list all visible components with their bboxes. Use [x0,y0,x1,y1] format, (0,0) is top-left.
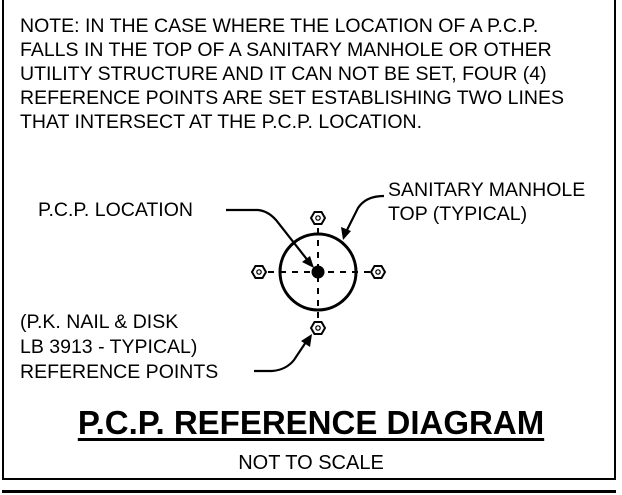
note-line-5: THAT INTERSECT AT THE P.C.P. LOCATION. [20,111,423,133]
note-line-2: FALLS IN THE TOP OF A SANITARY MANHOLE O… [20,39,552,61]
note-line-4: REFERENCE POINTS ARE SET ESTABLISHING TW… [20,87,564,109]
reference-label-line-1: (P.K. NAIL & DISK [20,311,179,333]
pcp-location-arrowhead [302,256,314,268]
manhole-arrowhead [341,227,351,240]
manhole-label-line-2: TOP (TYPICAL) [388,203,528,225]
reference-points-arrowhead [301,334,312,347]
reference-label-line-3: REFERENCE POINTS [20,361,219,383]
diagram-title: P.C.P. REFERENCE DIAGRAM [77,404,545,441]
diagram-subtitle: NOT TO SCALE [238,452,384,474]
manhole-label-line-1: SANITARY MANHOLE [388,179,586,201]
bottom-rule [2,490,616,493]
reference-point-top [309,211,327,225]
note-text: NOTE: IN THE CASE WHERE THE LOCATION OF … [20,14,615,134]
note-line-1: NOTE: IN THE CASE WHERE THE LOCATION OF … [20,15,539,37]
reference-point-bottom [309,321,327,335]
reference-point-right [369,265,387,279]
manhole-leader [345,194,385,233]
note-line-3: UTILITY STRUCTURE AND IT CAN NOT BE SET,… [20,63,547,85]
pcp-location-leader [226,208,310,263]
pcp-location-label: P.C.P. LOCATION [38,199,193,221]
diagram-frame [2,0,616,480]
reference-point-left [250,265,268,279]
reference-label-line-2: LB 3913 - TYPICAL) [20,336,198,358]
reference-points-leader [254,341,307,373]
